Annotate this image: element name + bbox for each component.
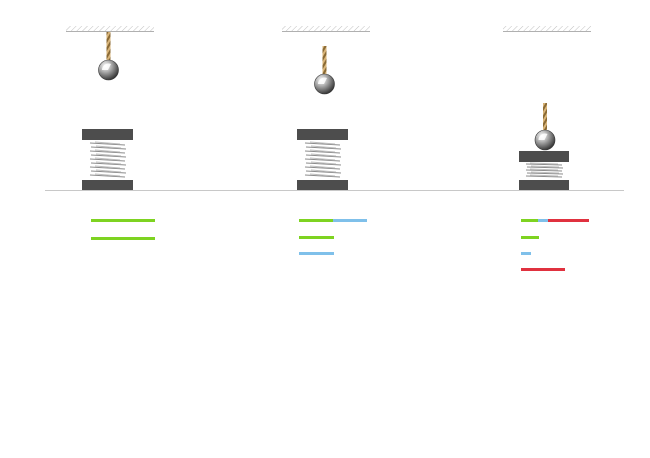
bar-green [521, 236, 539, 239]
ceiling [66, 26, 154, 32]
bar-total-green [521, 219, 538, 222]
ball [314, 73, 335, 95]
energy-bars-3 [521, 219, 589, 271]
bar-blue [521, 252, 531, 255]
panel-2 [282, 26, 370, 255]
energy-bars-1 [91, 219, 155, 240]
spring-compressed [519, 151, 569, 190]
spring-coils [89, 141, 127, 178]
bar-total-red [548, 219, 589, 222]
ball [534, 129, 556, 151]
spring-top-plate [519, 151, 569, 162]
spring-bottom-plate [82, 180, 133, 190]
ceiling [282, 26, 370, 32]
ball [98, 59, 119, 81]
spring-bottom-plate [297, 180, 348, 190]
bar-blue [299, 252, 334, 255]
bar-green [299, 236, 334, 239]
spring-coils [525, 162, 564, 178]
spring [82, 129, 133, 190]
bar-total-blue [538, 219, 548, 222]
panel-3 [503, 26, 591, 271]
spring-coils [304, 141, 342, 178]
bar-total-green [299, 219, 333, 222]
rope [322, 46, 327, 74]
rope [543, 103, 547, 130]
spring-top-plate [82, 129, 133, 140]
panel-1 [66, 26, 155, 240]
bar-total-blue [333, 219, 367, 222]
rope [106, 32, 111, 60]
bar-green [91, 237, 155, 240]
spring-top-plate [297, 129, 348, 140]
spring-bottom-plate [519, 180, 569, 190]
bar-total-green [91, 219, 155, 222]
bar-red [521, 268, 565, 271]
ceiling [503, 26, 591, 32]
spring [297, 129, 348, 190]
energy-bars-2 [299, 219, 367, 255]
